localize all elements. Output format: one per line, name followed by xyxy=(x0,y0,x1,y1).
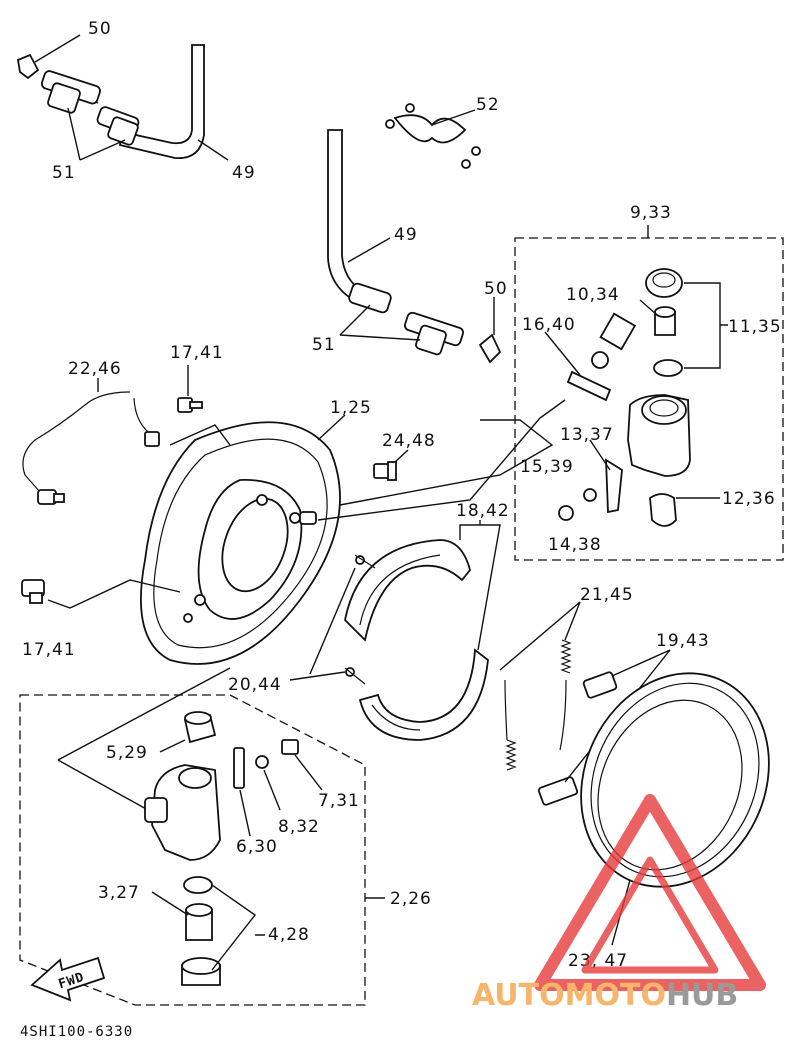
label-24-48: 24,48 xyxy=(382,431,436,451)
leader-50-top xyxy=(34,34,81,63)
brake-cable-22-46 xyxy=(22,391,160,505)
clip-52 xyxy=(385,103,481,169)
leader-51-top xyxy=(67,107,126,161)
label-19-43: 19,43 xyxy=(656,631,710,651)
leader-21-45 xyxy=(499,601,581,671)
label-50-top: 50 xyxy=(88,19,112,39)
leader-24-48 xyxy=(394,449,409,463)
leader-20-44 xyxy=(289,567,356,681)
label-16-40: 16,40 xyxy=(522,315,576,335)
label-17-41-bottom: 17,41 xyxy=(22,640,76,660)
plate-ref-line xyxy=(169,399,566,521)
leader-8-32 xyxy=(263,769,281,811)
label-4-28: 4,28 xyxy=(268,925,310,945)
bolt-24-48 xyxy=(373,461,397,481)
fwd-arrow-icon: FWD xyxy=(30,956,106,1002)
leader-11-35 xyxy=(684,282,728,369)
leader-13-37 xyxy=(589,439,611,471)
label-10-34: 10,34 xyxy=(566,285,620,305)
leader-51-center xyxy=(339,304,421,341)
leader-16-40 xyxy=(544,331,581,376)
label-5-29: 5,29 xyxy=(106,743,148,763)
return-spring-21-45 xyxy=(504,639,572,771)
leader-3-27 xyxy=(151,891,189,916)
label-8-32: 8,32 xyxy=(278,817,320,837)
label-2-26: 2,26 xyxy=(390,889,432,909)
label-12-36: 12,36 xyxy=(722,489,776,509)
label-15-39: 15,39 xyxy=(520,457,574,477)
leader-49-top xyxy=(197,139,229,161)
watermark-text: AUTOMOTOHUB xyxy=(472,978,738,1013)
label-20-44: 20,44 xyxy=(228,675,282,695)
label-50-center: 50 xyxy=(484,279,508,299)
adjuster-19-43 xyxy=(537,671,618,806)
label-49-center: 49 xyxy=(394,225,418,245)
brake-shoe-upper xyxy=(344,539,471,642)
brake-hose-center xyxy=(327,129,502,364)
group-box-9-33 xyxy=(514,237,784,561)
label-1-25: 1,25 xyxy=(330,398,372,418)
leader-18-42 xyxy=(459,520,501,651)
label-3-27: 3,27 xyxy=(98,883,140,903)
pin-20-44 xyxy=(344,554,376,685)
leader-5-29 xyxy=(159,739,186,753)
label-6-30: 6,30 xyxy=(236,837,278,857)
brake-hose-upper-left xyxy=(16,44,205,159)
group-box-2-26 xyxy=(19,694,366,1006)
label-51-top: 51 xyxy=(52,163,76,183)
label-51-center: 51 xyxy=(312,335,336,355)
leader-1-25 xyxy=(317,414,346,441)
watermark-logo xyxy=(534,794,766,991)
label-14-38: 14,38 xyxy=(548,535,602,555)
label-7-31: 7,31 xyxy=(318,791,360,811)
label-52: 52 xyxy=(476,95,500,115)
label-13-37: 13,37 xyxy=(560,425,614,445)
leader-4-28 xyxy=(211,884,265,971)
leader-49-center xyxy=(347,237,391,263)
plate-ref-line-2 xyxy=(339,419,554,506)
bleed-screw-17-41-top xyxy=(177,397,203,413)
brake-shoe-lower xyxy=(358,648,489,741)
leader-10-34 xyxy=(639,299,658,316)
bleed-screw-17-41-bottom xyxy=(21,579,45,604)
label-22-46: 22,46 xyxy=(68,359,122,379)
label-11-35: 11,35 xyxy=(728,317,782,337)
label-9-33: 9,33 xyxy=(630,203,672,223)
label-49-top: 49 xyxy=(232,163,256,183)
brake-backing-plate xyxy=(140,421,341,665)
box-link-line xyxy=(57,667,231,811)
label-23-47: 23, 47 xyxy=(568,951,628,971)
label-17-41-top: 17,41 xyxy=(170,343,224,363)
leader-7-31 xyxy=(294,754,323,791)
leader-17-41-bottom xyxy=(47,579,181,609)
label-18-42: 18,42 xyxy=(456,501,510,521)
leader-52 xyxy=(431,109,476,126)
drawing-code: 4SHI100-6330 xyxy=(20,1024,133,1040)
wheel-cylinder-right xyxy=(558,268,691,527)
leader-6-30 xyxy=(239,789,251,837)
label-21-45: 21,45 xyxy=(580,585,634,605)
